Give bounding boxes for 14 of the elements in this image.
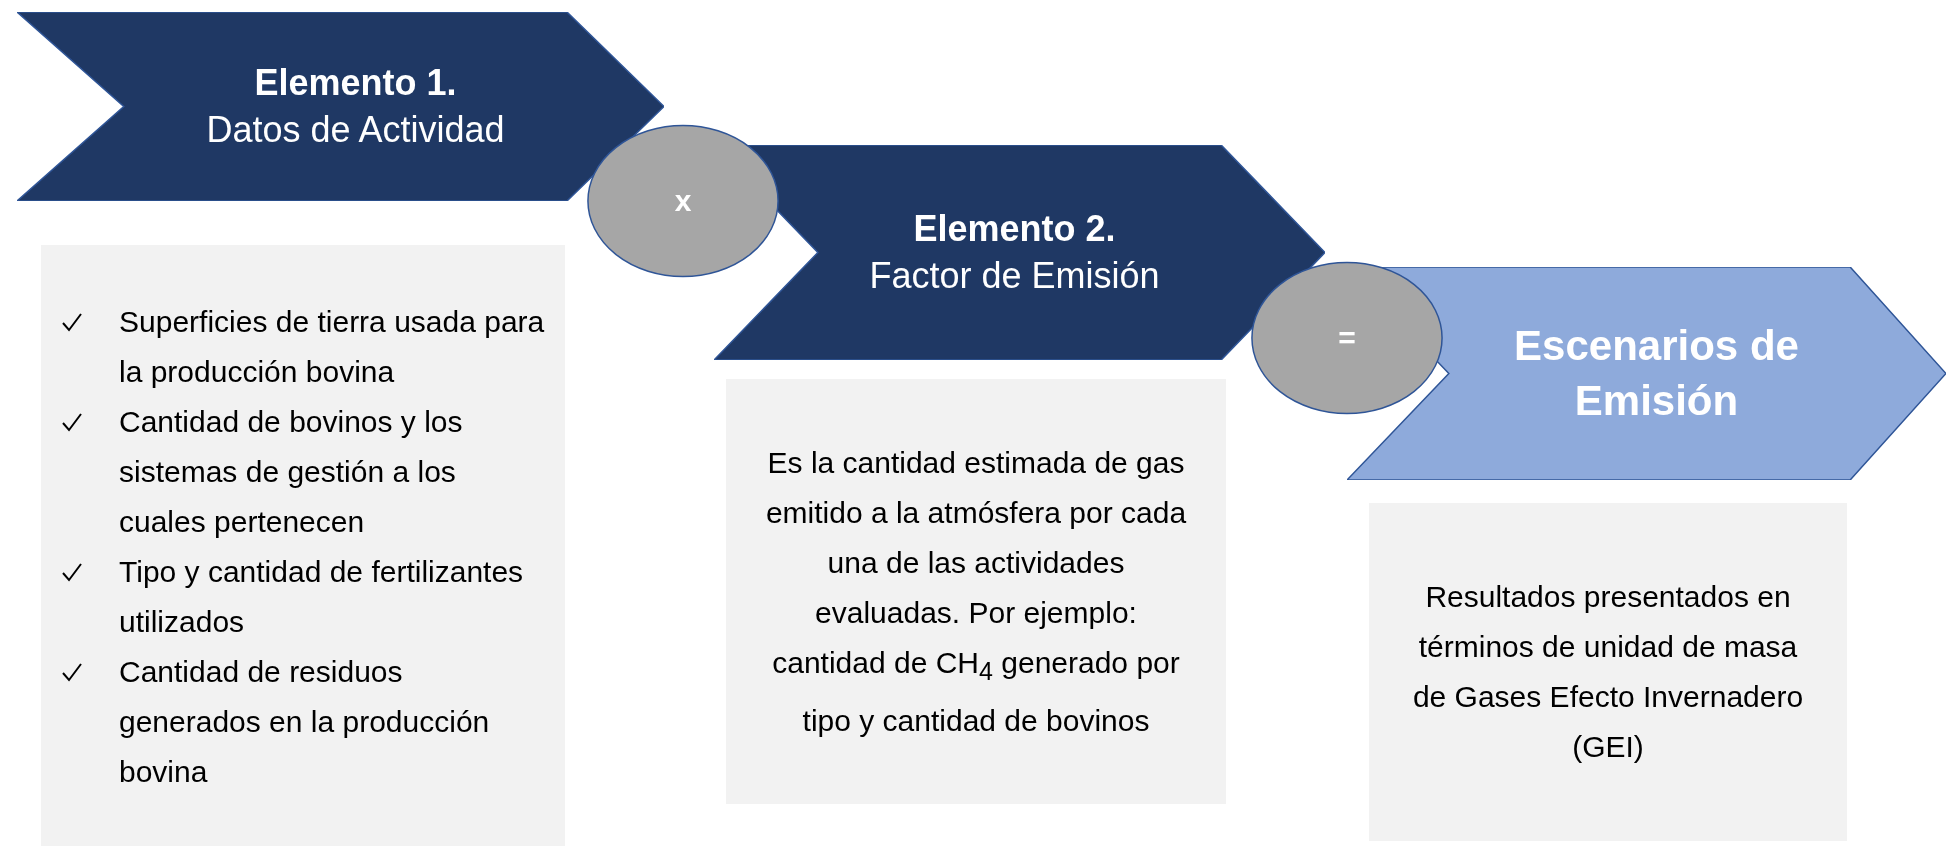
description-text: Resultados presentados en términos de unidad de masa de Gases Efecto Invernadero (GEI) xyxy=(1411,579,1805,765)
operator-symbol: x xyxy=(674,184,692,218)
list-item: Superficies de tierra usada para la producción bovina xyxy=(119,304,545,390)
chevron-subtitle: Factor de Emisión xyxy=(869,253,1160,298)
operator-symbol: = xyxy=(1338,321,1356,355)
text-panel xyxy=(41,245,565,846)
chevron-subtitle: Datos de Actividad xyxy=(206,107,505,152)
chevron-heading: Elemento 1. xyxy=(254,60,457,105)
chevron-heading: Escenarios de Emisión xyxy=(1513,320,1800,426)
description-text: Es la cantidad estimada de gas emitido a la atmósfera por cada una de las actividades evaluadas. Por ejemplo: cantidad de CH$_{4}$ generado por tipo y cantidad de bovinos xyxy=(764,444,1188,739)
list-item: Cantidad de residuos generados en la producción bovina xyxy=(119,654,491,790)
list-item: Cantidad de bovinos y los sistemas de gestión a los cuales pertenecen xyxy=(119,404,464,540)
chevron-heading: Elemento 2. xyxy=(913,206,1116,251)
list-item: Tipo y cantidad de fertilizantes utilizados xyxy=(119,554,525,640)
